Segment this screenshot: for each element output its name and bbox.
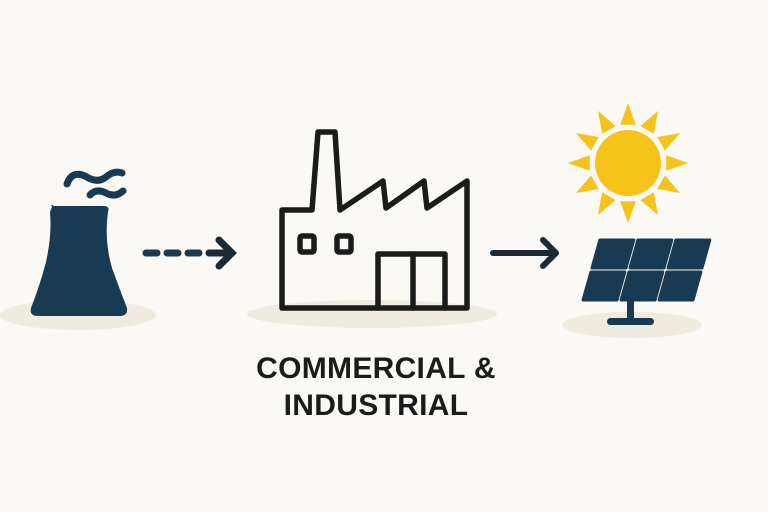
sun-icon	[568, 103, 688, 223]
solar-panel-icon	[581, 238, 712, 325]
sun-ray	[620, 103, 636, 125]
factory-label-line2: INDUSTRIAL	[283, 389, 469, 422]
solar-cell	[619, 270, 665, 302]
sun-ray	[576, 175, 599, 193]
sun-ray	[657, 175, 680, 193]
sun-ray	[576, 133, 599, 151]
solar-cell	[581, 270, 627, 302]
solar-cell	[628, 238, 674, 270]
sun-ray	[568, 155, 590, 171]
sun-ray	[598, 111, 616, 134]
sun-ray	[657, 133, 680, 151]
solar-cell	[666, 238, 712, 270]
sun-ray	[620, 201, 636, 223]
factory-label-line1: COMMERCIAL &	[256, 352, 496, 385]
factory-icon	[279, 129, 470, 311]
cooling-tower-icon	[30, 168, 128, 316]
dashed-arrow-icon	[142, 236, 237, 270]
sun-ray	[598, 192, 616, 215]
arrow-icon	[490, 237, 559, 269]
sun-ray	[666, 155, 688, 171]
sun-ray	[640, 111, 658, 134]
sun-ray	[640, 192, 658, 215]
solar-cell	[590, 238, 636, 270]
solar-cell	[657, 270, 703, 302]
